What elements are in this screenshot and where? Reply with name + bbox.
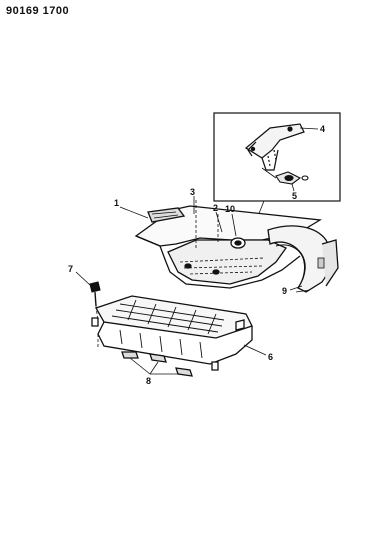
diagram-part-number: 90169 1700 xyxy=(6,5,70,17)
callout-8: 8 xyxy=(146,376,151,386)
bracket-part xyxy=(244,123,319,171)
callout-1: 1 xyxy=(114,198,119,208)
heat-shield-panel xyxy=(91,295,253,377)
callout-3: 3 xyxy=(190,187,195,197)
callout-2: 2 xyxy=(213,203,218,213)
callout-7: 7 xyxy=(68,264,73,274)
clip-nut-part xyxy=(261,167,309,192)
callout-10: 10 xyxy=(225,204,235,214)
screw-fastener xyxy=(89,281,101,323)
callout-5: 5 xyxy=(292,191,297,201)
callout-6: 6 xyxy=(268,352,273,362)
callout-9: 9 xyxy=(282,286,287,296)
leader-lines xyxy=(75,196,303,375)
wheelhouse-panel xyxy=(267,225,339,293)
callout-4: 4 xyxy=(320,124,325,134)
